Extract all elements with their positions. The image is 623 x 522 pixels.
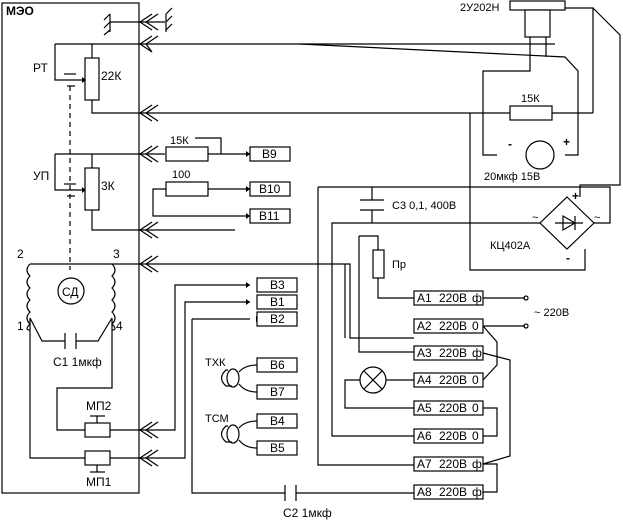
terminal-a8-type: ф	[472, 485, 482, 499]
c2-label: С2 1мкф	[283, 506, 332, 520]
terminal-b4	[256, 413, 298, 429]
fuse-label: Пр	[392, 259, 406, 271]
terminal-a6-id: А6	[417, 429, 432, 443]
bridge-ac-left: ~	[532, 212, 538, 224]
terminal-b9-label: В9	[262, 147, 277, 161]
terminal-b4-label: В4	[270, 414, 285, 428]
terminal-a1-voltage: 220В	[439, 291, 467, 305]
zener-body	[524, 9, 551, 38]
terminal-a4-voltage: 220В	[439, 373, 467, 387]
terminal-b6	[256, 357, 298, 373]
r15k-label: 15К	[170, 135, 189, 147]
cap20-label: 20мкф 15В	[484, 171, 540, 183]
mp1-label: МП1	[86, 475, 112, 489]
node-3-label: 3	[113, 247, 120, 261]
terminal-a6-type: 0	[472, 429, 479, 443]
cap-plus: +	[563, 135, 570, 149]
up-label: УП	[33, 169, 49, 183]
node-2-label: 2	[17, 247, 24, 261]
resistor-15k-var	[165, 146, 209, 162]
terminal-a5-type: 0	[472, 401, 479, 415]
mp2-switch	[84, 422, 111, 438]
zener-diode	[509, 0, 566, 11]
resistor-3k	[84, 167, 100, 211]
terminal-b1-label: В1	[270, 295, 285, 309]
rt-label: РТ	[33, 61, 48, 75]
terminal-a2-voltage: 220В	[439, 319, 467, 333]
mains-terminal-phase[interactable]	[523, 295, 529, 301]
terminal-a3-id: А3	[417, 346, 432, 360]
mains-label: ~ 220В	[534, 307, 569, 319]
terminal-a8-id: А8	[417, 485, 432, 499]
terminal-b11-label: В11	[259, 209, 280, 223]
terminal-b10	[249, 181, 291, 197]
terminal-a1-type: ф	[472, 291, 482, 305]
terminal-a7-type: ф	[472, 457, 482, 471]
terminal-b5	[256, 440, 298, 456]
r22k-label: 22К	[101, 69, 121, 83]
terminal-a4-id: А4	[417, 373, 432, 387]
meo-title: МЭО	[6, 4, 34, 18]
mp2-label: МП2	[86, 399, 112, 413]
rtd-sensor-icon	[220, 420, 258, 449]
r3k-label: 3К	[101, 179, 115, 193]
meo-housing	[1, 2, 140, 494]
terminal-b2-label: В2	[270, 312, 285, 326]
c3-label: С3 0,1, 400В	[392, 200, 456, 212]
bridge-label: КЦ402А	[490, 240, 531, 252]
bridge-ac-right: ~	[594, 212, 600, 224]
a-terminal-block	[413, 290, 484, 500]
terminal-b3-label: В3	[270, 278, 285, 292]
terminal-a7-voltage: 220В	[439, 457, 467, 471]
terminal-b9	[249, 146, 291, 162]
cap-minus: -	[508, 137, 512, 151]
tcm-label: ТСМ	[205, 413, 229, 425]
bridge-minus: -	[566, 251, 570, 265]
c1-label: С1 1мкф	[53, 355, 102, 369]
terminal-a2-type: 0	[472, 319, 479, 333]
node-4-label: 4	[116, 319, 123, 333]
terminal-b1	[256, 294, 298, 310]
terminal-a5-id: А5	[417, 401, 432, 415]
zener-label: 2У202Н	[460, 2, 499, 14]
terminal-a8-voltage: 220В	[439, 485, 467, 499]
node-1-label: 1	[17, 319, 24, 333]
txk-label: ТХК	[205, 357, 226, 369]
terminal-a7-id: А7	[417, 457, 432, 471]
resistor-100	[165, 181, 209, 197]
terminal-a6-voltage: 220В	[439, 429, 467, 443]
terminal-b11	[249, 208, 291, 224]
terminal-b5-label: В5	[270, 441, 285, 455]
terminal-b3	[256, 277, 298, 293]
terminal-a2-id: А2	[417, 319, 432, 333]
terminal-b7-label: В7	[270, 385, 285, 399]
terminal-a1-id: А1	[417, 291, 432, 305]
terminal-b10-label: В10	[259, 182, 281, 196]
terminal-b6-label: В6	[270, 358, 285, 372]
r10k-label: 15К	[521, 93, 540, 105]
resistor-22k	[84, 57, 100, 101]
resistor-10k	[509, 105, 553, 121]
fuse	[372, 249, 385, 279]
terminal-b7	[256, 384, 298, 400]
terminal-a3-voltage: 220В	[439, 346, 467, 360]
motor-icon	[57, 277, 85, 305]
thermocouple-icon	[220, 364, 258, 393]
terminal-a4-type: 0	[472, 373, 479, 387]
mp1-switch	[84, 450, 111, 466]
terminal-a5-voltage: 220В	[439, 401, 467, 415]
terminal-b2	[256, 311, 298, 327]
terminal-a3-type: ф	[472, 346, 482, 360]
capacitor-20uf	[525, 140, 555, 170]
r100-label: 100	[172, 169, 190, 181]
mains-terminal-neutral[interactable]	[523, 323, 529, 329]
bridge-plus: +	[572, 189, 579, 203]
ground-icon	[103, 7, 173, 36]
motor-label: СД	[62, 285, 79, 299]
connector-chevrons	[138, 13, 159, 467]
